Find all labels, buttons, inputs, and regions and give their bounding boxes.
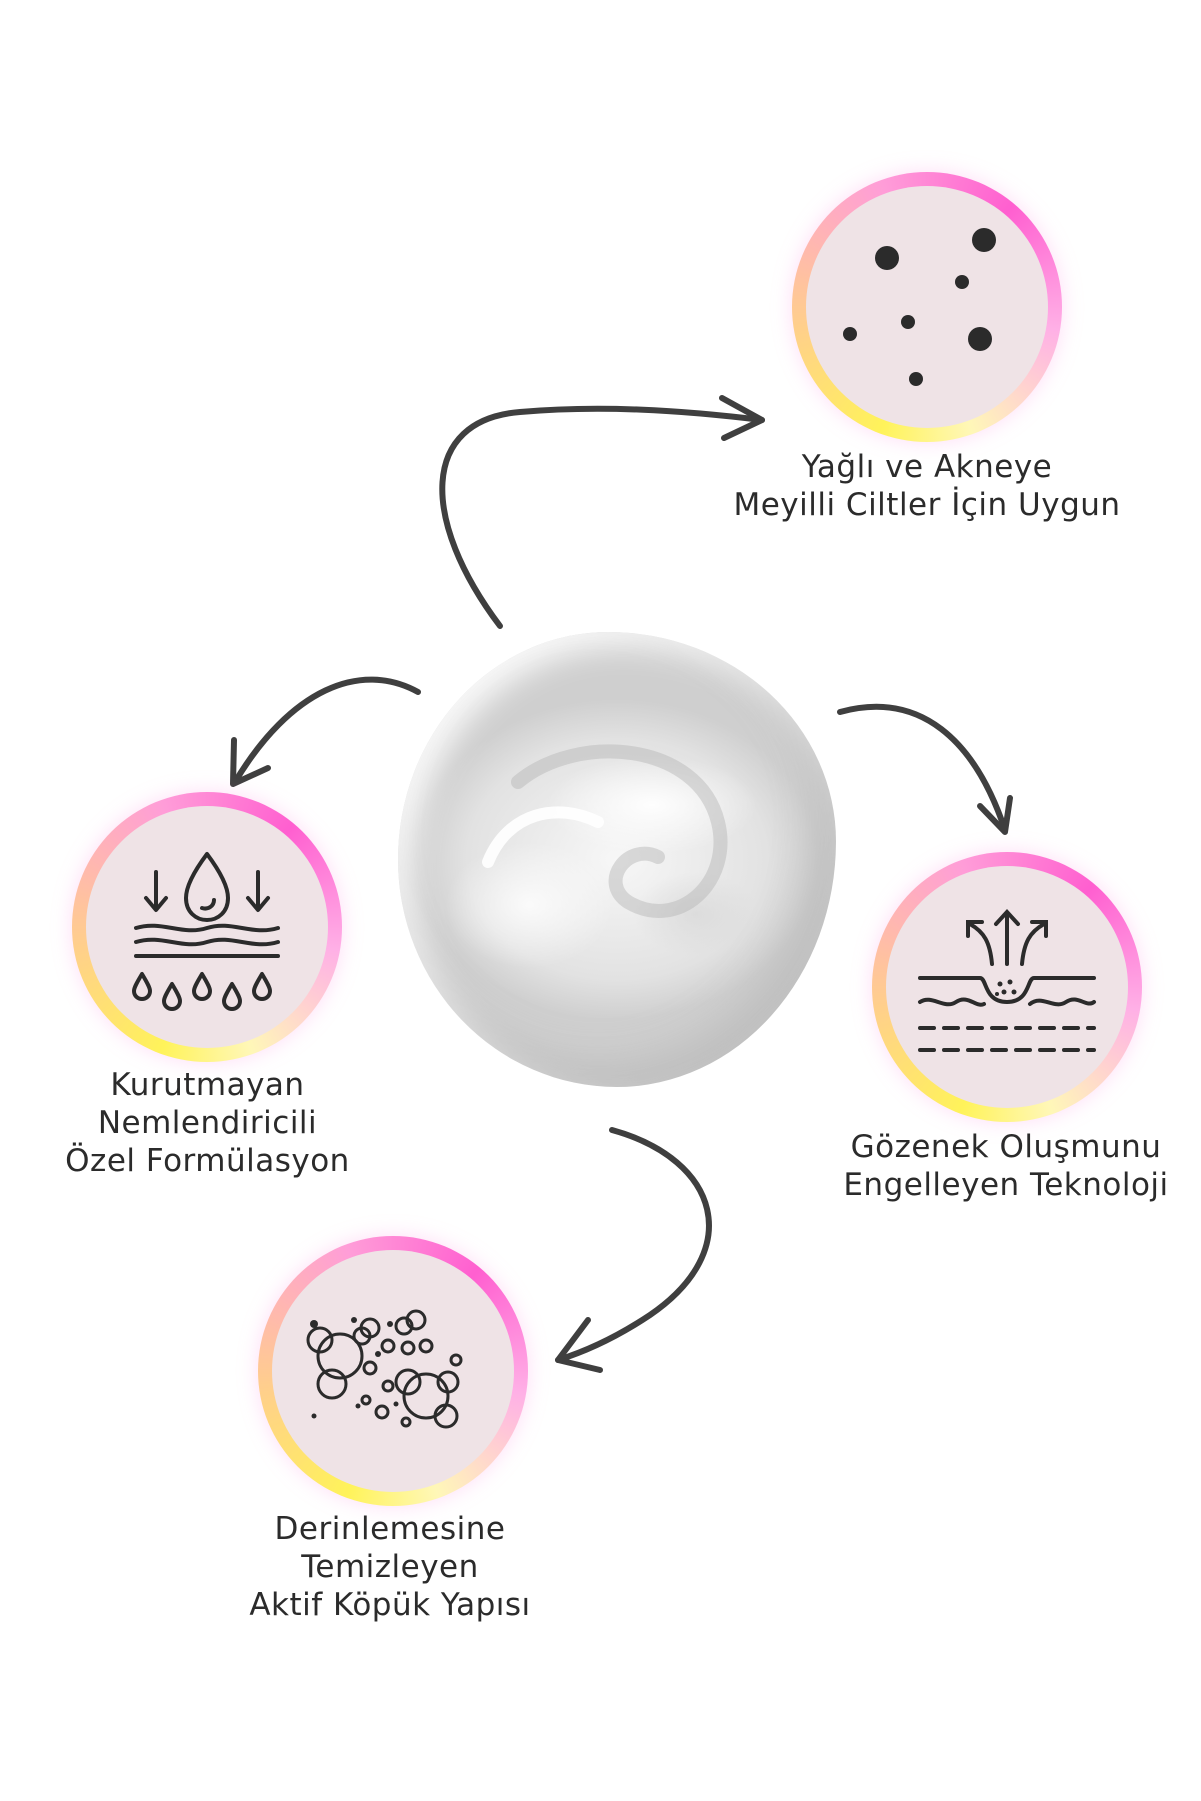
label-moisturizing: Kurutmayan Nemlendiricili Özel Formülasy… (30, 1066, 385, 1180)
label-line: Aktif Köpük Yapısı (249, 1587, 531, 1623)
badge-pores (872, 852, 1142, 1122)
label-line: Özel Formülasyon (65, 1143, 350, 1179)
acne-dots-icon (843, 228, 996, 386)
label-foam: Derinlemesine Temizleyen Aktif Köpük Yap… (210, 1510, 570, 1624)
label-line: Nemlendiricili (97, 1105, 318, 1141)
badge-foam (258, 1236, 528, 1506)
badge-oily-skin (792, 172, 1062, 442)
arrow-top-head (719, 395, 765, 441)
badge-moisturizing (72, 792, 342, 1062)
label-oily-skin: Yağlı ve Akneye Meyilli Ciltler İçin Uyg… (700, 448, 1154, 524)
badge-fill (272, 1250, 514, 1492)
arrow-right (837, 704, 1008, 833)
arrow-top (439, 405, 765, 629)
moisture-drops-icon (132, 852, 280, 1011)
label-line: Gözenek Oluşmunu (850, 1129, 1162, 1165)
arrow-right-head (977, 795, 1013, 835)
arrow-bottom (555, 1127, 712, 1363)
arrow-left-head (230, 737, 271, 787)
pore-technology-icon (918, 909, 1096, 1052)
foam-blob-image (398, 632, 836, 1087)
label-pores: Gözenek Oluşmunu Engelleyen Teknoloji (820, 1128, 1192, 1204)
label-line: Yağlı ve Akneye (801, 449, 1053, 485)
label-line: Meyilli Ciltler İçin Uygun (733, 487, 1121, 523)
arrow-left (232, 676, 421, 785)
label-line: Engelleyen Teknoloji (843, 1167, 1169, 1203)
label-line: Derinlemesine (274, 1511, 506, 1547)
label-line: Kurutmayan (110, 1067, 305, 1103)
badge-fill (886, 866, 1128, 1108)
foam-bubbles-icon (306, 1309, 463, 1429)
arrow-bottom-head (555, 1317, 603, 1373)
foam-swirl-icon (482, 744, 728, 918)
badge-fill (806, 186, 1048, 428)
label-line: Temizleyen (301, 1549, 479, 1585)
